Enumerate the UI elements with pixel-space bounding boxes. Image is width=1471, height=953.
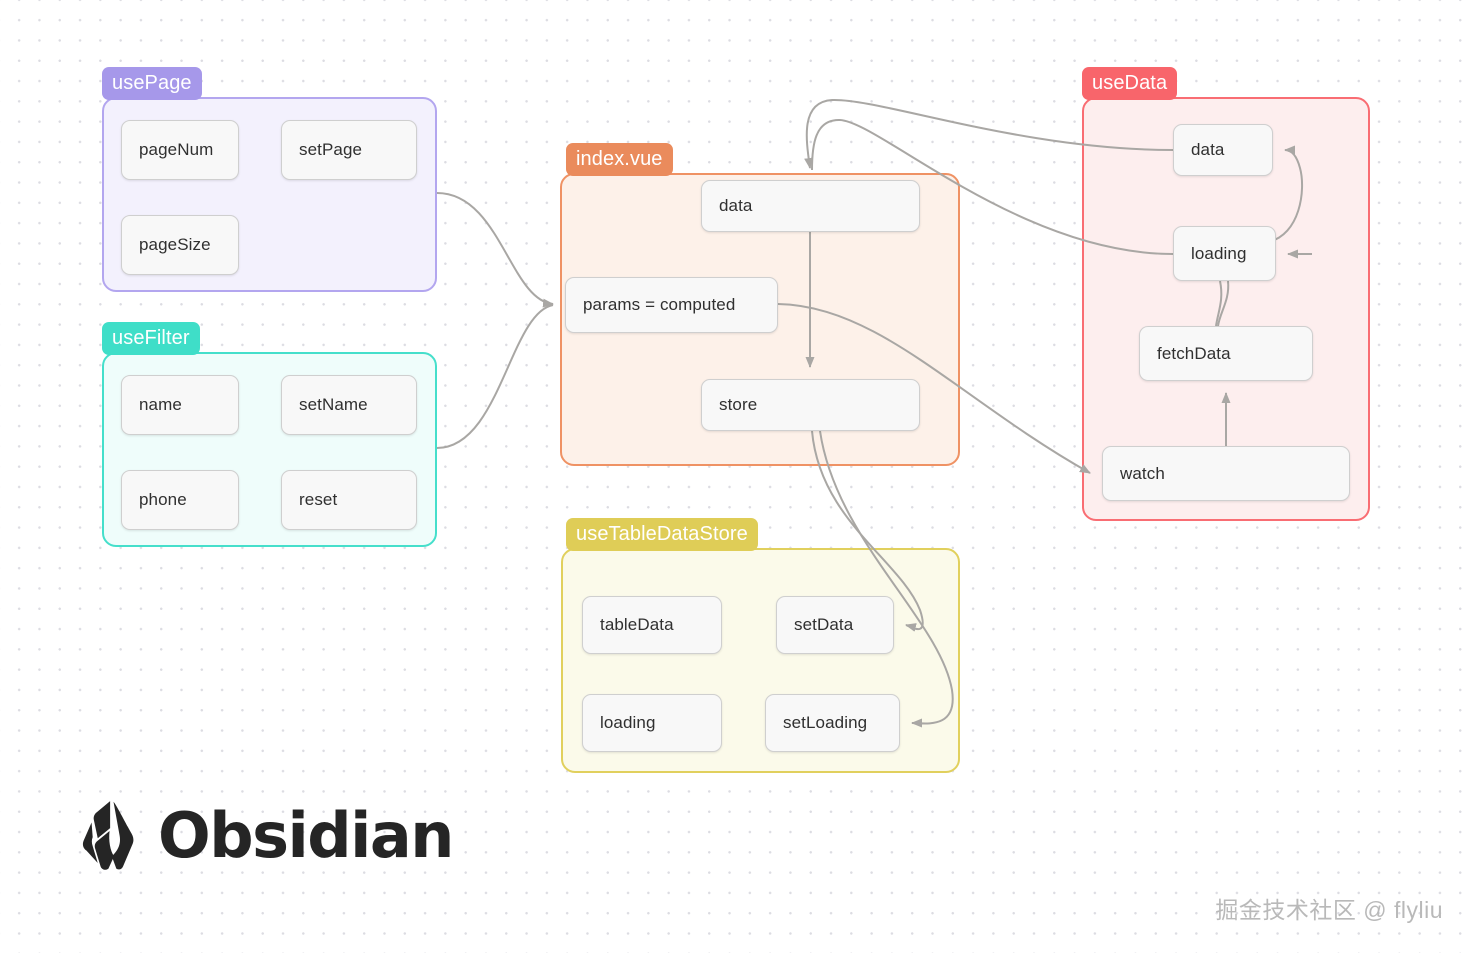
group-label-usedata[interactable]: useData (1082, 67, 1178, 100)
node-label: store (719, 395, 758, 414)
node-store-loading[interactable]: loading (582, 694, 722, 752)
node-phone[interactable]: phone (121, 470, 239, 530)
node-label: loading (600, 713, 656, 732)
node-label: setName (299, 395, 368, 414)
node-label: reset (299, 490, 338, 509)
node-label: params = computed (583, 295, 736, 314)
node-label: setLoading (783, 713, 868, 732)
node-label: data (719, 196, 753, 215)
node-setname[interactable]: setName (281, 375, 417, 435)
node-pagesize[interactable]: pageSize (121, 215, 239, 275)
node-fetchdata[interactable]: fetchData (1139, 326, 1313, 381)
node-label: setData (794, 615, 854, 634)
node-label: name (139, 395, 182, 414)
obsidian-gem-icon (82, 801, 134, 870)
node-label: pageNum (139, 140, 214, 159)
node-setdata[interactable]: setData (776, 596, 894, 654)
node-label: phone (139, 490, 187, 509)
node-tabledata[interactable]: tableData (582, 596, 722, 654)
node-vue-data[interactable]: data (701, 180, 920, 232)
node-label: tableData (600, 615, 674, 634)
node-label: data (1191, 140, 1225, 159)
node-data-ref[interactable]: data (1173, 124, 1273, 176)
node-label: setPage (299, 140, 363, 159)
node-label: fetchData (1157, 343, 1231, 363)
node-pagenum[interactable]: pageNum (121, 120, 239, 180)
node-reset[interactable]: reset (281, 470, 417, 530)
node-store[interactable]: store (701, 379, 920, 431)
group-label-usepage[interactable]: usePage (102, 67, 202, 100)
node-setloading[interactable]: setLoading (765, 694, 900, 752)
node-label: loading (1191, 243, 1247, 263)
edge-usefilter-to-params (436, 304, 554, 449)
node-name[interactable]: name (121, 375, 239, 435)
node-label: watch (1120, 463, 1165, 483)
node-watch[interactable]: watch (1102, 446, 1350, 501)
node-setpage[interactable]: setPage (281, 120, 417, 180)
watermark-text: 掘金技术社区 @ flyliu (1215, 897, 1443, 923)
edge-usepage-to-params (436, 192, 554, 308)
group-label-usefilter[interactable]: useFilter (102, 322, 200, 355)
node-loading-ref[interactable]: loading (1173, 226, 1276, 281)
obsidian-wordmark: Obsidian (158, 799, 454, 872)
node-label: pageSize (139, 235, 211, 254)
obsidian-logo: Obsidian (78, 799, 454, 872)
group-label-index-vue[interactable]: index.vue (566, 143, 673, 176)
group-label-usetabledatastore[interactable]: useTableDataStore (566, 518, 758, 551)
node-params-computed[interactable]: params = computed (565, 277, 778, 333)
